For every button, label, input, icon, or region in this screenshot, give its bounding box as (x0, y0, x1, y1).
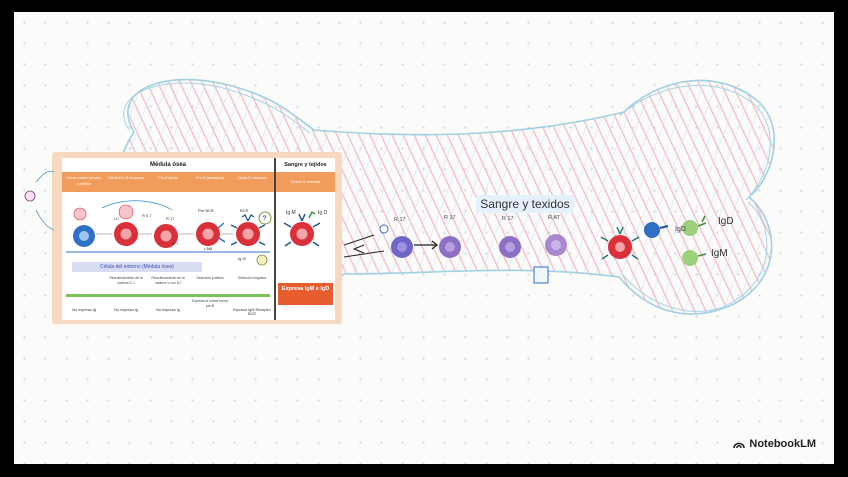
igd-label: IgD (718, 216, 734, 227)
tissue-expression-box: Expresa IgM e IgD (278, 283, 333, 305)
tissue-section: Sangre y tejidos Célula B madura Ig M Ig… (276, 158, 335, 320)
label-bcr: BCR (240, 208, 248, 213)
footer-label: Expresa IgM Receptor BCR (232, 308, 272, 316)
tissue-igd: Ig D (318, 210, 327, 216)
mature-b-cell (276, 194, 335, 274)
notebooklm-brand: NotebookLM (733, 438, 816, 450)
stromal-cell (74, 208, 86, 220)
cell-tag: R 17 (444, 215, 456, 221)
tissue-title: Sangre y tejidos (276, 158, 335, 172)
caption: Selección positiva (190, 276, 230, 281)
cell-tag: R AT (548, 215, 560, 221)
label-igm: Ig M (238, 256, 246, 261)
label-r17: R 17 (166, 216, 174, 221)
igm-label: IgM (711, 248, 728, 259)
notebooklm-logo-icon (733, 440, 745, 449)
caption: Selección negativa (232, 276, 272, 281)
cell-tag: R 17 (502, 216, 514, 222)
label-r07: R 0.7 (142, 213, 152, 218)
tissue-igm: Ig M (286, 210, 296, 216)
blood-tissue-title: Sangre y texidos (476, 195, 574, 213)
footer-label: No expresa Ig (64, 308, 104, 312)
label-r7: R 7 (172, 241, 178, 246)
diagram-inner: Médula ósea Célula madre hemato-poyética… (62, 158, 335, 320)
left-doodles (14, 152, 54, 252)
marrow-section: Médula ósea Célula madre hemato-poyética… (62, 158, 276, 320)
maturation-arrow (66, 294, 270, 297)
canvas: Médula ósea Célula madre hemato-poyética… (14, 12, 834, 464)
cell-tag: R 17 (394, 217, 406, 223)
igd-small-label: IgD (675, 226, 686, 233)
tissue-header: Célula B madura (276, 172, 335, 192)
bone-marrow-diagram: Médula ósea Célula madre hemato-poyética… (52, 152, 342, 324)
label-pre-bcr: Pre BCR (198, 208, 214, 213)
thumb-icon (534, 267, 548, 283)
brand-name: NotebookLM (749, 438, 816, 450)
label-lam: LAM (204, 246, 212, 251)
label-lc: LC (114, 216, 119, 221)
footer-label: No expresa Ig (148, 308, 188, 312)
footer-label: No expresa Ig (106, 308, 146, 312)
caption: Reordenamiento de la cadena D J (106, 276, 146, 285)
middle-caption: Expresa la nueva forma pre-B (190, 299, 230, 308)
caption: Reordenamiento de la cadena V con DJ (148, 276, 188, 285)
blue-marker (380, 225, 388, 233)
site-banner: Célula del entorno (Médula ósea) (72, 262, 202, 272)
svg-text:?: ? (263, 216, 267, 223)
